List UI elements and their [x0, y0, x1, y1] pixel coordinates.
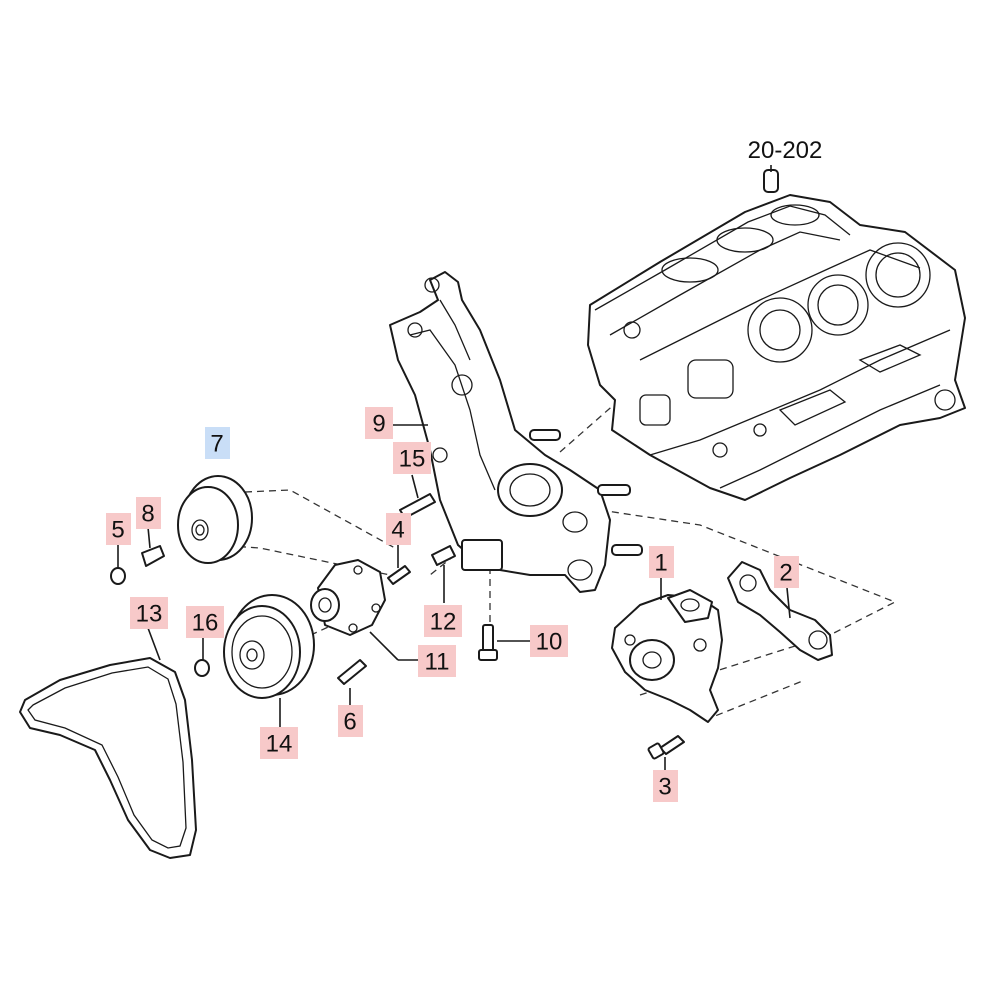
callout-7-label: 7 — [210, 431, 223, 458]
callout-3[interactable]: 3 — [653, 770, 678, 802]
bolt-4[interactable] — [387, 565, 411, 585]
callout-13-label: 13 — [136, 601, 163, 628]
drive-belt[interactable] — [19, 657, 197, 859]
callout-2-label: 2 — [779, 560, 792, 587]
callout-6-label: 6 — [343, 709, 356, 736]
callout-10-label: 10 — [536, 629, 563, 656]
bolt-6[interactable] — [337, 659, 367, 685]
callout-7[interactable]: 7 — [205, 427, 230, 459]
callout-14-label: 14 — [266, 731, 293, 758]
callout-9[interactable]: 9 — [365, 407, 393, 439]
bolt-10[interactable] — [478, 624, 498, 661]
callout-6[interactable]: 6 — [338, 705, 363, 737]
nut[interactable] — [110, 567, 126, 585]
front-bracket[interactable] — [389, 271, 643, 593]
callout-12[interactable]: 12 — [424, 605, 462, 637]
callout-16-label: 16 — [192, 610, 219, 637]
water-pump[interactable] — [611, 589, 723, 723]
leader-lines — [117, 424, 791, 770]
callout-15[interactable]: 15 — [393, 442, 431, 474]
callout-1[interactable]: 1 — [649, 546, 674, 578]
callout-12-label: 12 — [430, 609, 457, 636]
callout-1-label: 1 — [654, 550, 667, 577]
pulley-washer[interactable] — [194, 659, 210, 677]
reference-label[interactable]: 20-202 — [748, 137, 823, 164]
callout-14[interactable]: 14 — [260, 727, 298, 759]
callout-3-label: 3 — [658, 774, 671, 801]
water-pump-gasket[interactable] — [727, 561, 833, 661]
tensioner-hub[interactable] — [310, 559, 386, 636]
callout-4[interactable]: 4 — [386, 513, 411, 545]
callout-16[interactable]: 16 — [186, 606, 224, 638]
callout-15-label: 15 — [399, 446, 426, 473]
callout-11[interactable]: 11 — [418, 645, 456, 677]
callout-13[interactable]: 13 — [130, 597, 168, 629]
callout-5[interactable]: 5 — [106, 513, 131, 545]
idler-pulley[interactable] — [177, 475, 253, 564]
bracket-pin-12[interactable] — [431, 545, 456, 566]
callout-9-label: 9 — [372, 411, 385, 438]
callout-4-label: 4 — [391, 517, 404, 544]
callout-2[interactable]: 2 — [774, 556, 799, 588]
callout-11-label: 11 — [425, 649, 450, 676]
spacer[interactable] — [141, 545, 165, 567]
pump-bolt[interactable] — [647, 735, 685, 760]
callout-8-label: 8 — [141, 501, 154, 528]
engine-block[interactable] — [587, 169, 966, 501]
crankshaft-pulley[interactable] — [223, 594, 315, 699]
callout-5-label: 5 — [111, 517, 124, 544]
callout-8[interactable]: 8 — [136, 497, 161, 529]
callout-10[interactable]: 10 — [530, 625, 568, 657]
